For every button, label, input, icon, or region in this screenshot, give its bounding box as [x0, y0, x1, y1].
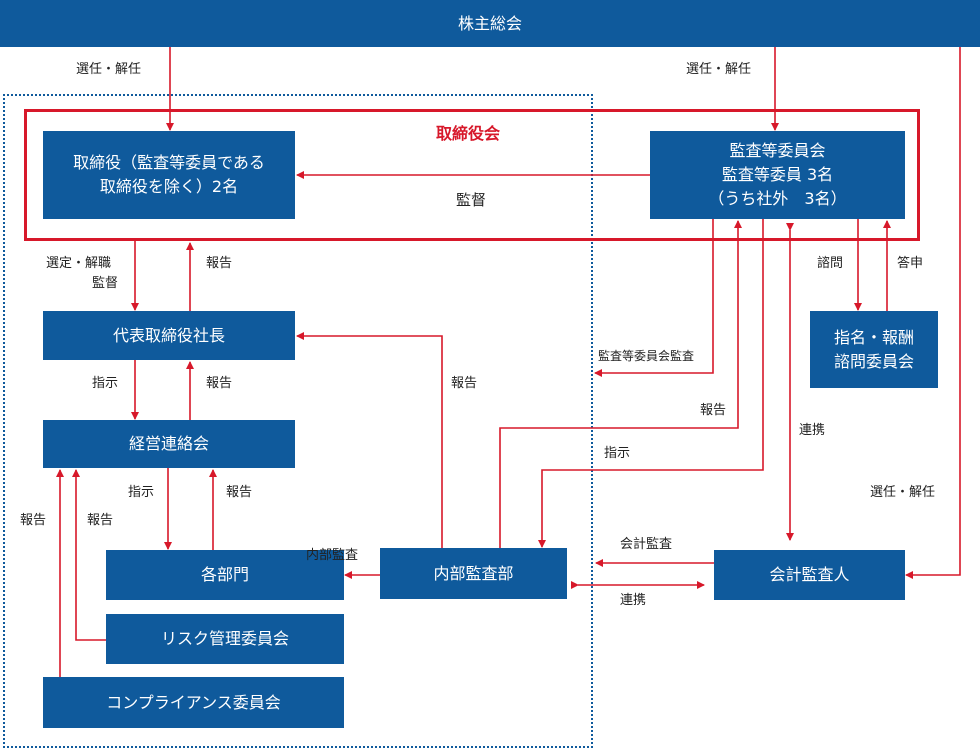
internal-audit-action-label: 内部監査 [306, 548, 359, 563]
directors-box: 取締役（監査等委員である 取締役を除く）2名 [43, 131, 295, 219]
risk-committee-box: リスク管理委員会 [106, 614, 344, 664]
cooperate-internal-auditor-label: 連携 [620, 593, 647, 608]
nomination-committee-line-2: 諮問委員会 [833, 351, 914, 371]
instruct-internal-label: 指示 [604, 446, 631, 461]
supervise-small-label: 監督 [92, 276, 119, 291]
audit-committee-line-3: （うち社外 3名） [708, 189, 847, 208]
board-of-directors-title: 取締役会 [436, 124, 501, 143]
arrow-internal-report-committee [499, 220, 742, 548]
board-of-directors-frame [24, 109, 920, 241]
audit-committee-box: 監査等委員会 監査等委員 3名 （うち社外 3名） [650, 131, 905, 219]
arrow-risk-report-council [72, 469, 106, 641]
internal-audit-label: 内部監査部 [433, 563, 514, 583]
arrow-committee-audit [594, 219, 714, 377]
instruct-council-label: 指示 [128, 485, 155, 500]
management-council-box: 経営連絡会 [43, 420, 295, 468]
nomination-committee-box: 指名・報酬 諮問委員会 [810, 311, 938, 388]
management-council-label: 経営連絡会 [128, 434, 209, 453]
nomination-committee-line-1: 指名・報酬 [833, 327, 914, 347]
report-council-label: 報告 [226, 485, 253, 500]
president-box: 代表取締役社長 [43, 311, 295, 360]
arrow-internal-report-president [296, 332, 443, 548]
report-compliance-label: 報告 [20, 513, 47, 528]
elect-dismiss-right-label: 選任・解任 [686, 62, 752, 77]
instruct-president-label: 指示 [92, 376, 119, 391]
supervise-label: 監督 [456, 191, 487, 209]
shareholders-meeting-label: 株主総会 [457, 13, 522, 33]
risk-committee-label: リスク管理委員会 [160, 629, 289, 648]
accounting-auditor-box: 会計監査人 [714, 550, 905, 600]
internal-audit-box: 内部監査部 [380, 548, 567, 599]
arrow-shareholders-to-accounting-auditor [905, 47, 961, 579]
directors-line-2: 取締役を除く）2名 [99, 177, 239, 196]
arrow-committee-instruct-internal [538, 219, 764, 548]
departments-box: 各部門 [106, 550, 344, 600]
compliance-committee-box: コンプライアンス委員会 [43, 677, 344, 728]
directors-line-1: 取締役（監査等委員である [73, 153, 265, 172]
shareholders-meeting-box: 株主総会 [0, 0, 980, 47]
elect-dismiss-left-label: 選任・解任 [76, 62, 142, 77]
elect-dismiss-auditor-label: 選任・解任 [870, 485, 936, 500]
report-board-label: 報告 [206, 256, 233, 271]
respond-label: 答申 [897, 256, 924, 271]
audit-committee-line-2: 監査等委員 3名 [721, 165, 834, 184]
compliance-committee-label: コンプライアンス委員会 [106, 692, 281, 712]
audit-committee-line-1: 監査等委員会 [729, 141, 826, 160]
internal-scope-frame [3, 94, 593, 748]
consult-label: 諮問 [817, 256, 844, 271]
accounting-auditor-label: 会計監査人 [769, 565, 850, 584]
appoint-dismiss-label: 選定・解職 [46, 256, 112, 271]
report-internal-committee-label: 報告 [700, 403, 727, 418]
president-label: 代表取締役社長 [112, 325, 225, 345]
departments-label: 各部門 [200, 565, 249, 584]
report-president-label: 報告 [206, 376, 233, 391]
report-internal-president-label: 報告 [451, 376, 478, 391]
cooperate-committee-auditor-label: 連携 [799, 423, 826, 438]
report-risk-label: 報告 [87, 513, 114, 528]
committee-audit-label: 監査等委員会監査 [598, 349, 695, 363]
accounting-audit-label: 会計監査 [620, 537, 673, 552]
